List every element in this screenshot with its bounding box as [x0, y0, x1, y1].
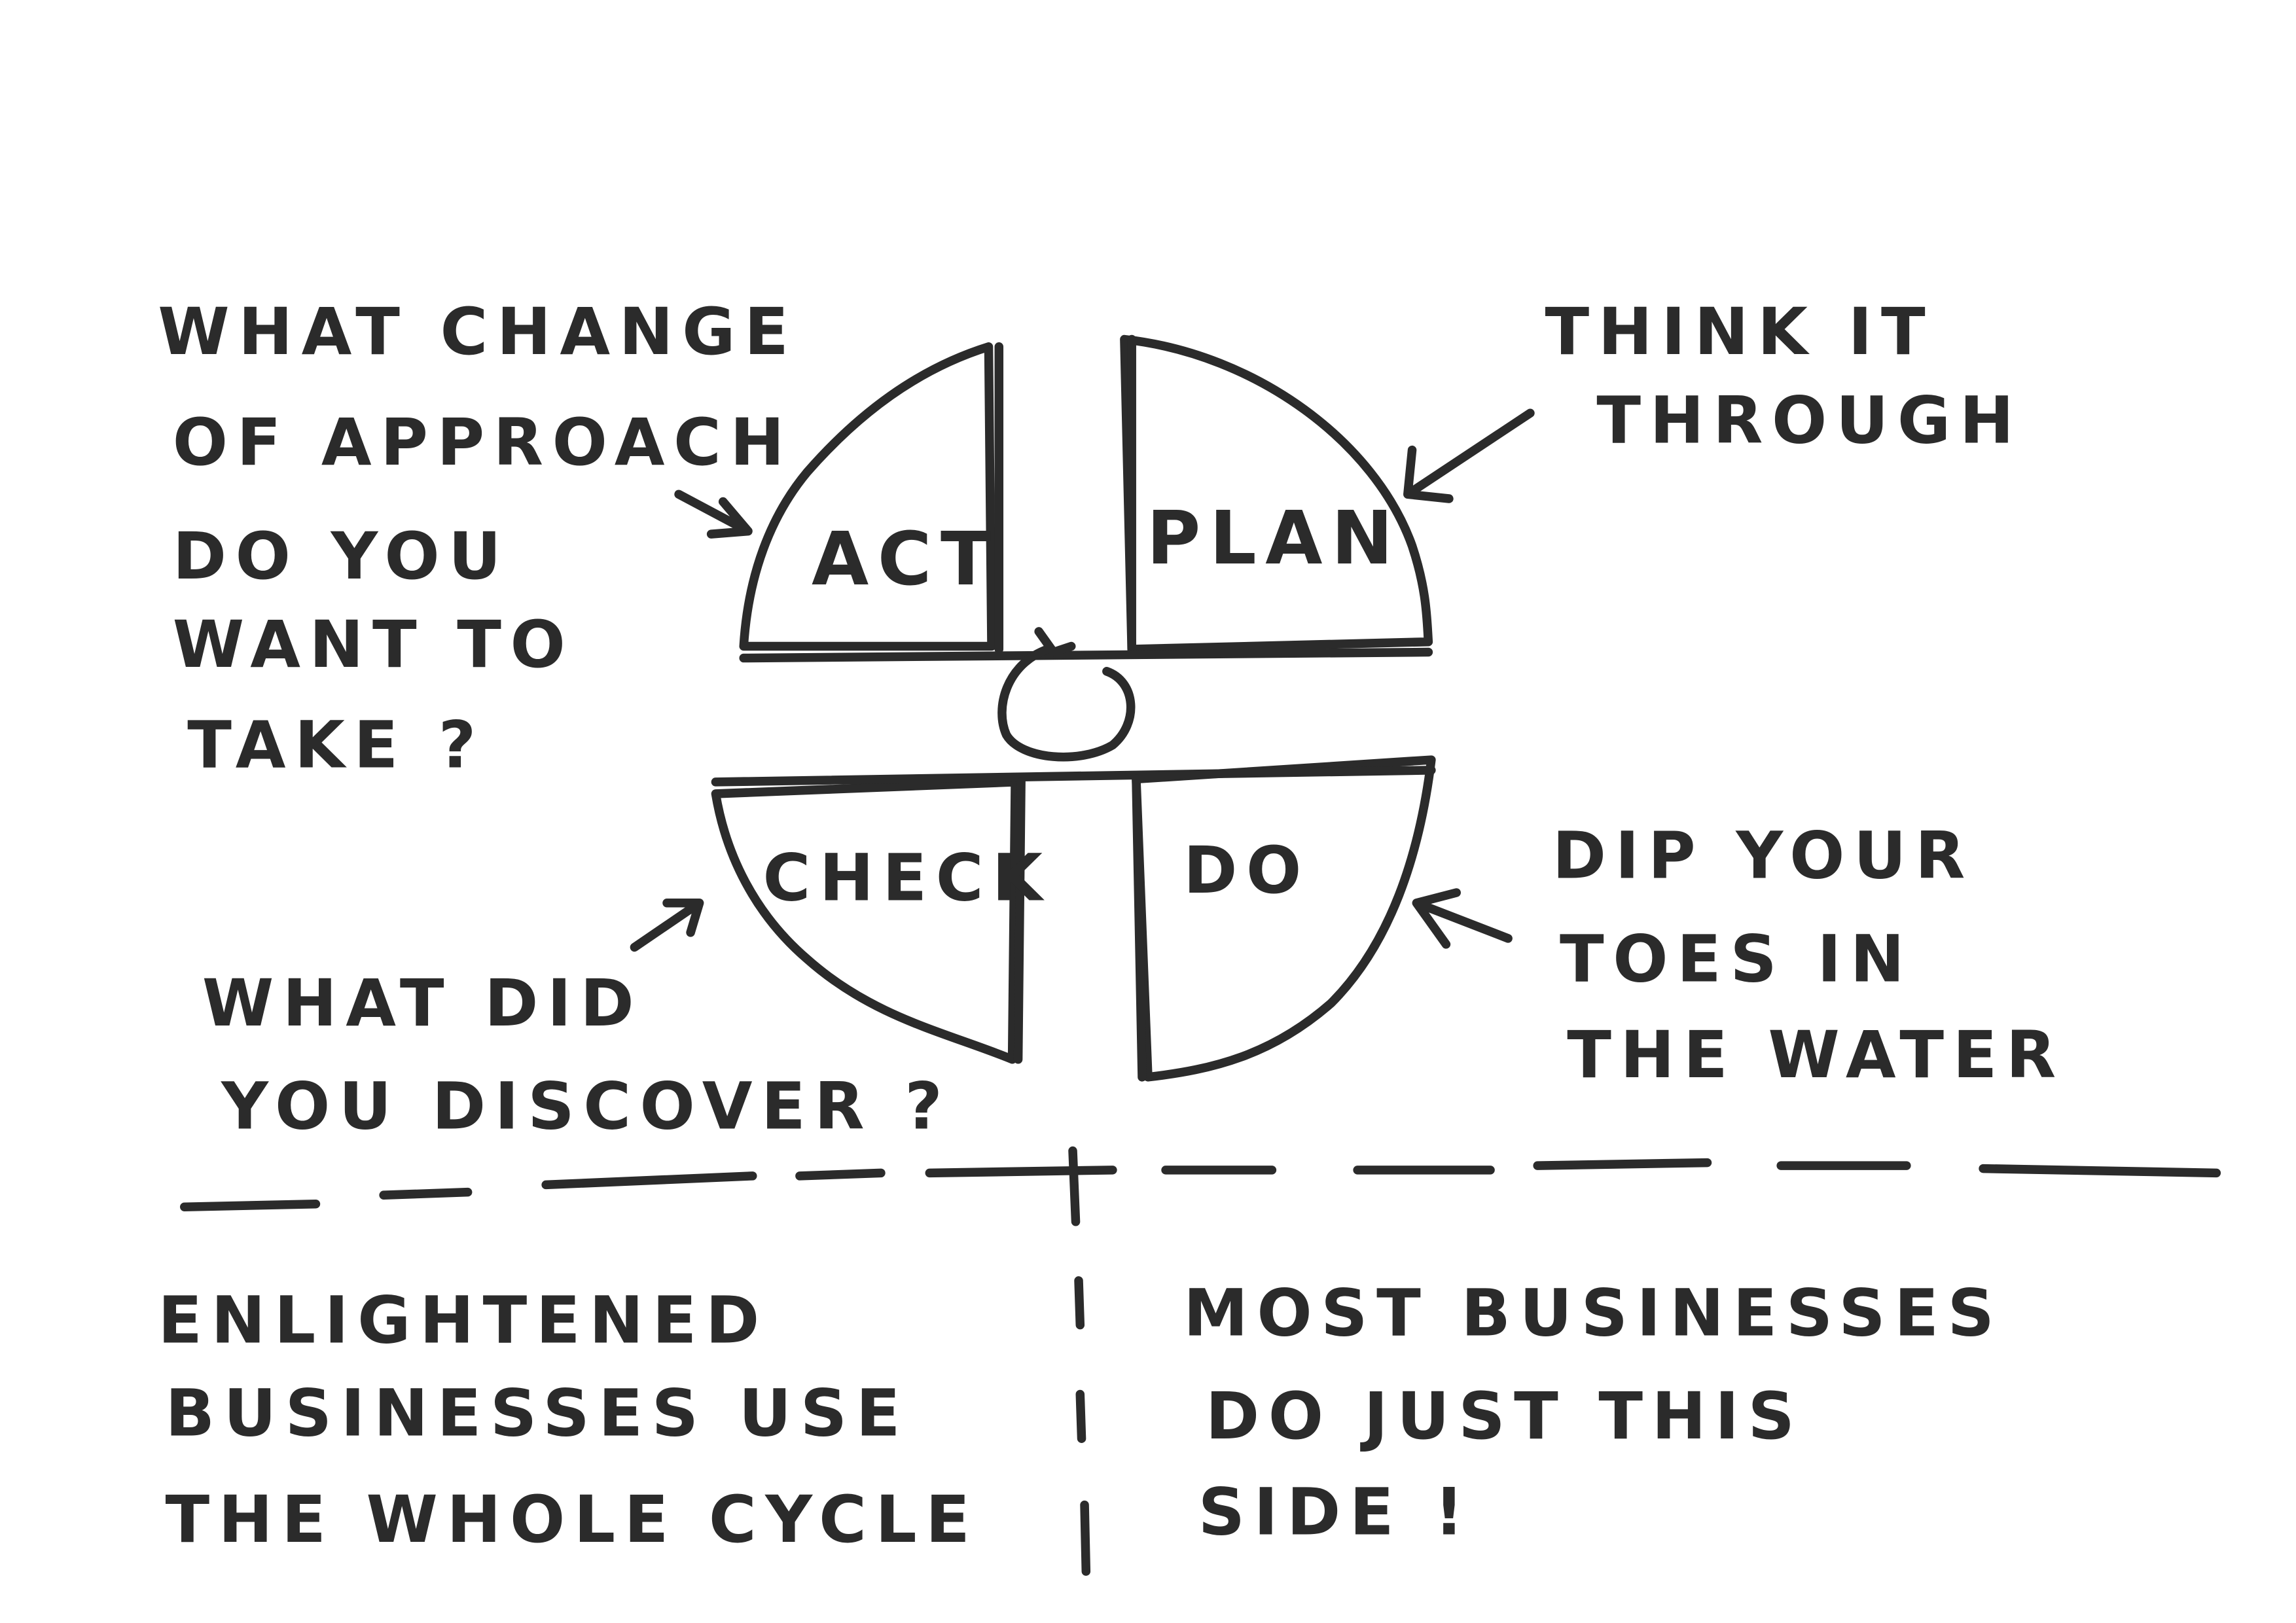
plan-quadrant	[1120, 334, 1433, 654]
act-annotation-line: OF APPROACH	[173, 405, 793, 480]
plan-label: PLAN	[1147, 495, 1402, 581]
check-annotation-line: YOU DISCOVER ?	[221, 1069, 951, 1145]
act-annotation-line: WHAT CHANGE	[158, 294, 797, 370]
act-annotation-line: DO YOU	[173, 519, 511, 594]
bottom-right-line: DO JUST THIS	[1206, 1379, 1804, 1454]
bottom-right-line: SIDE !	[1198, 1475, 1473, 1550]
check-annotation-line: WHAT DID	[202, 966, 643, 1041]
bottom-left-line: ENLIGHTENED	[158, 1283, 768, 1359]
cycle-arrow-icon	[997, 627, 1136, 762]
act-label: ACT	[812, 516, 999, 602]
divider-line	[1013, 777, 1026, 1064]
dashed-divider	[180, 1146, 2221, 1226]
divider-line	[1132, 774, 1147, 1082]
do-label: DO	[1183, 833, 1310, 908]
do-annotation-line: DIP YOUR	[1552, 818, 1974, 893]
arrow-icon	[1403, 408, 1535, 503]
divider-line	[739, 647, 1433, 663]
vertical-divider	[1074, 1276, 1091, 1576]
plan-annotation-line: THROUGH	[1596, 383, 2022, 458]
act-annotation-line: TAKE ?	[187, 707, 485, 783]
bottom-left-line: THE WHOLE CYCLE	[165, 1482, 978, 1558]
act-quadrant	[739, 342, 996, 651]
do-annotation-line: TOES IN	[1560, 921, 1913, 997]
act-annotation-line: WANT TO	[173, 607, 575, 683]
bottom-right-line: MOST BUSINESSES	[1183, 1275, 2003, 1351]
bottom-left-line: BUSINESSES USE	[165, 1376, 909, 1452]
arrow-icon	[1412, 888, 1513, 949]
arrow-icon	[674, 490, 753, 539]
do-annotation-line: THE WATER	[1567, 1018, 2065, 1093]
do-quadrant	[1132, 755, 1436, 1082]
check-label: CHECK	[763, 840, 1052, 916]
arrow-icon	[630, 899, 704, 952]
check-quadrant	[711, 777, 1020, 1064]
divider-line	[711, 766, 1436, 787]
plan-annotation-line: THINK IT	[1545, 294, 1934, 370]
